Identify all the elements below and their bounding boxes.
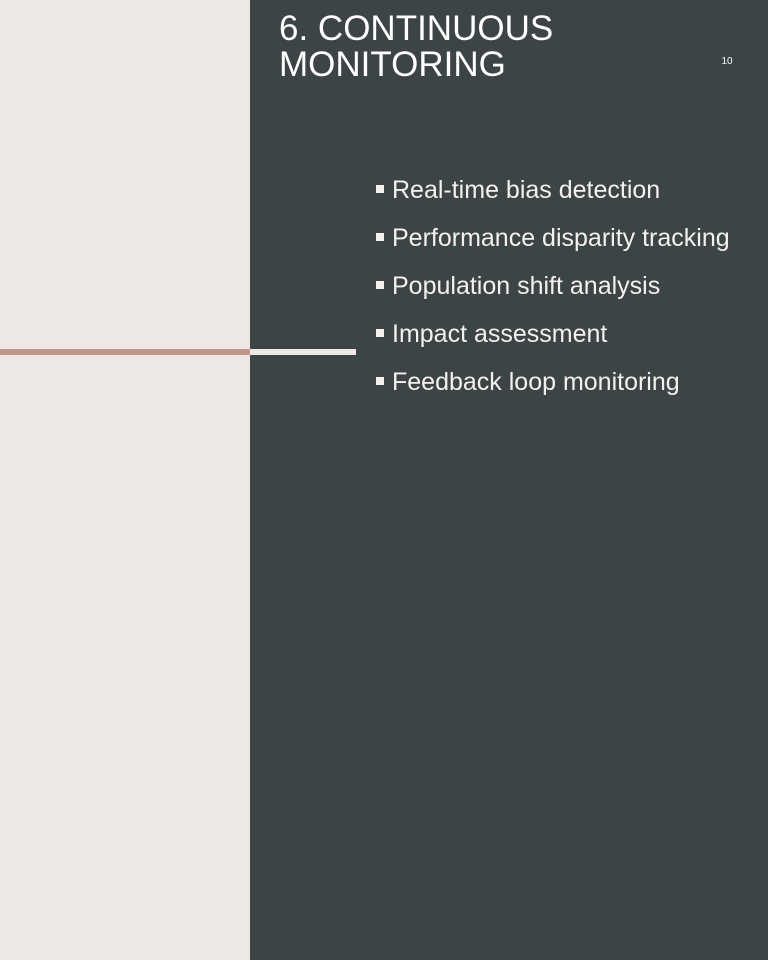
square-bullet-icon xyxy=(376,233,384,241)
bullet-text: Impact assessment xyxy=(392,320,608,348)
bullet-text: Population shift analysis xyxy=(392,272,661,300)
bullet-item: Feedback loop monitoring xyxy=(375,358,735,406)
accent-divider-right xyxy=(250,349,356,355)
square-bullet-icon xyxy=(376,377,384,385)
square-bullet-icon xyxy=(376,329,384,337)
bullet-item: Performance disparity tracking xyxy=(375,214,735,262)
bullet-text: Performance disparity tracking xyxy=(392,224,730,252)
bullet-item: Real-time bias detection xyxy=(375,166,735,214)
bullet-item: Impact assessment xyxy=(375,310,735,358)
bullet-item: Population shift analysis xyxy=(375,262,735,310)
left-panel xyxy=(0,0,250,960)
square-bullet-icon xyxy=(376,281,384,289)
bullet-text: Real-time bias detection xyxy=(392,176,661,204)
slide-title: 6. CONTINUOUS MONITORING xyxy=(279,9,554,84)
square-bullet-icon xyxy=(376,185,384,193)
accent-divider-left xyxy=(0,349,250,355)
slide-number: 10 xyxy=(721,56,733,67)
bullet-text: Feedback loop monitoring xyxy=(392,368,680,396)
right-panel xyxy=(250,0,768,960)
bullet-list: Real-time bias detection Performance dis… xyxy=(375,166,735,406)
